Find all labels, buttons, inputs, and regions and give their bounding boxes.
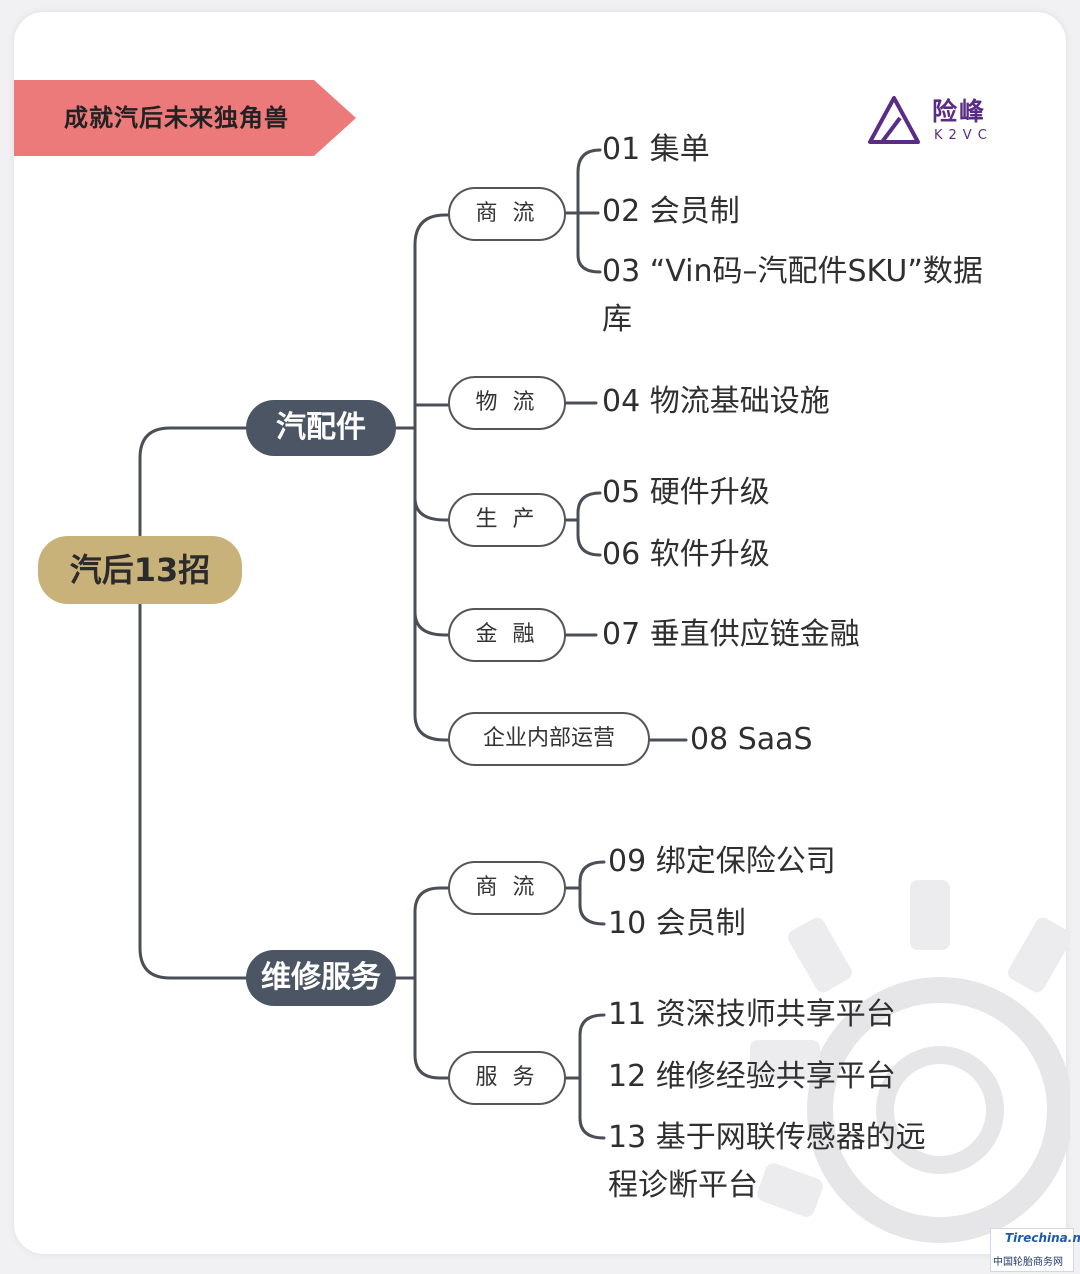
sub-parts-production: 生 产 (448, 493, 566, 547)
header-banner (14, 80, 356, 156)
leaf-03: 03 “Vin码–汽配件SKU”数据库 (602, 254, 983, 337)
logo-text-en: K2VC (934, 128, 993, 143)
leaf-11: 11 资深技师共享平台 (608, 997, 896, 1032)
sub-repair-commerce: 商 流 (448, 861, 566, 915)
logo-text-cn: 险峰 (932, 97, 987, 126)
sub-parts-logistics: 物 流 (448, 376, 566, 430)
sub-repair-service: 服 务 (448, 1051, 566, 1105)
category-repair: 维修服务 (246, 950, 396, 1006)
watermark-name: 中国轮胎商务网 (993, 1257, 1063, 1268)
sub-parts-finance: 金 融 (448, 608, 566, 662)
leaf-13: 13 基于网联传感器的远程诊断平台 (608, 1120, 926, 1203)
leaf-12: 12 维修经验共享平台 (608, 1059, 896, 1094)
sub-label: 商 流 (475, 875, 539, 900)
leaf-08: 08 SaaS (690, 722, 813, 757)
sub-label: 物 流 (475, 390, 539, 415)
sub-parts-commerce: 商 流 (448, 187, 566, 241)
leaf-04: 04 物流基础设施 (602, 384, 830, 419)
sub-parts-operations: 企业内部运营 (448, 712, 650, 766)
root-label: 汽后13招 (69, 551, 211, 589)
sub-label: 商 流 (475, 201, 539, 226)
root-node: 汽后13招 (38, 536, 242, 604)
k2vc-logo-icon (868, 96, 920, 144)
sub-label: 服 务 (475, 1065, 539, 1090)
leaf-09: 09 绑定保险公司 (608, 844, 836, 879)
leaf-05: 05 硬件升级 (602, 475, 770, 510)
gear-decoration-icon (750, 880, 1070, 1243)
sub-label: 生 产 (475, 507, 539, 532)
leaf-06: 06 软件升级 (602, 537, 770, 572)
category-parts-label: 汽配件 (276, 410, 366, 445)
leaf-01: 01 集单 (602, 132, 710, 167)
category-parts: 汽配件 (246, 400, 396, 456)
sub-label: 企业内部运营 (482, 726, 615, 751)
banner-title: 成就汽后未来独角兽 (64, 104, 289, 132)
watermark-badge: Tirechina.net 中国轮胎商务网 (990, 1228, 1080, 1272)
sub-label: 金 融 (475, 622, 539, 647)
leaf-02: 02 会员制 (602, 194, 740, 229)
leaf-10: 10 会员制 (608, 906, 746, 941)
leaf-07: 07 垂直供应链金融 (602, 617, 860, 652)
watermark-site: Tirechina.net (1005, 1231, 1080, 1245)
category-repair-label: 维修服务 (261, 960, 381, 995)
